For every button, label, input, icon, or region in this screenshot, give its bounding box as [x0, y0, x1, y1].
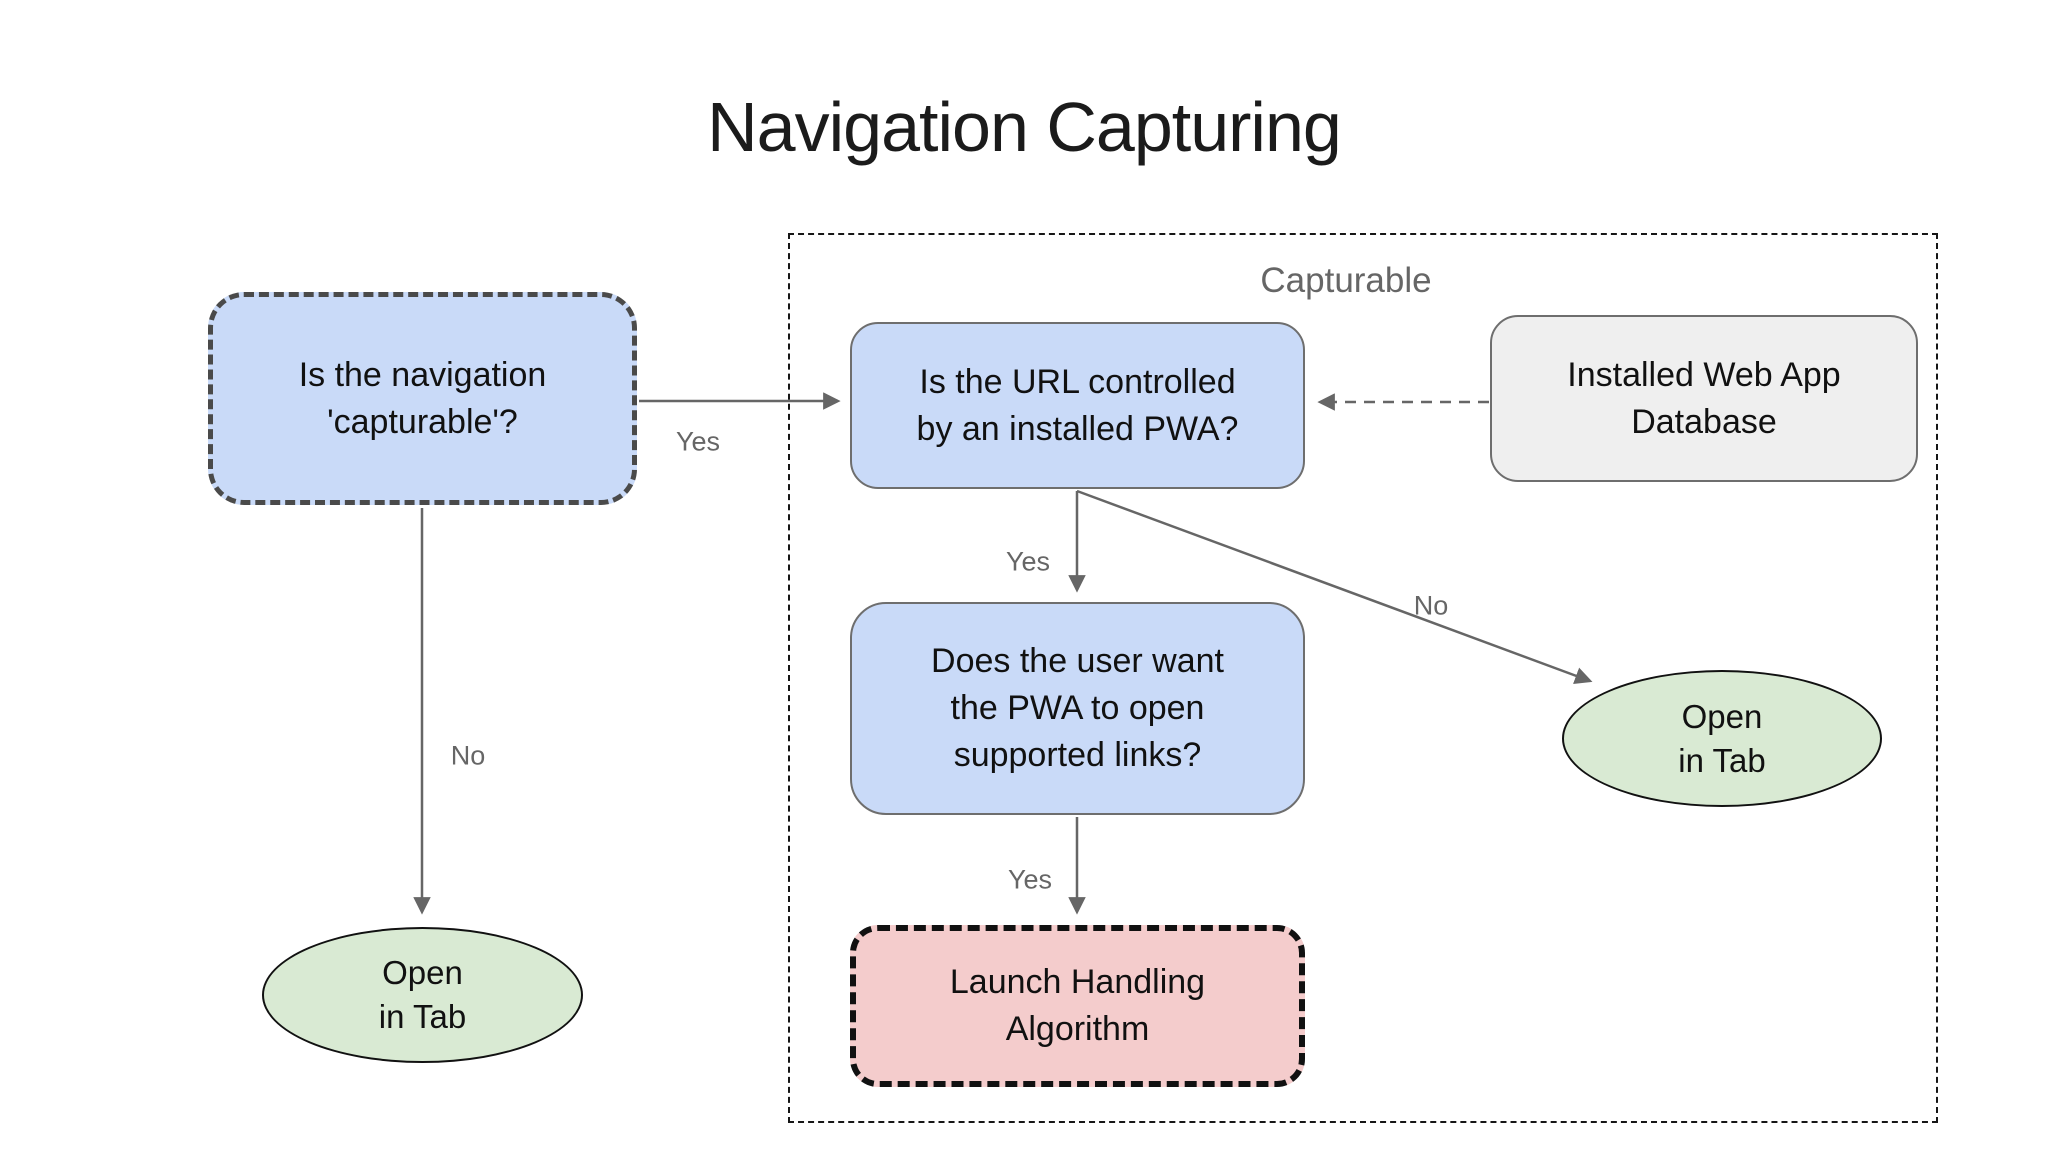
node-text-line: Is the navigation — [298, 355, 547, 394]
capturable-group-label: Capturable — [1260, 261, 1432, 300]
node-text-line: in Tab — [378, 998, 467, 1035]
node-text-line: Does the user want — [931, 642, 1224, 681]
node-text-line: in Tab — [1678, 741, 1766, 779]
page-title: Navigation Capturing — [707, 88, 1342, 166]
node-nav-capturable: Is the navigation 'capturable'? — [208, 292, 637, 505]
node-text-line: 'capturable'? — [327, 402, 518, 441]
node-text-line: Open — [1681, 697, 1763, 735]
node-installed-web-app-database: Installed Web App Database — [1490, 315, 1918, 482]
node-text-line: Database — [1631, 402, 1777, 441]
node-text-line: Is the URL controlled — [919, 362, 1236, 401]
node-open-in-tab-left: Open in Tab — [262, 927, 583, 1063]
node-text-line: supported links? — [953, 735, 1202, 774]
node-text-line: Launch Handling — [949, 963, 1206, 1002]
node-user-wants-links: Does the user want the PWA to open suppo… — [850, 602, 1305, 815]
node-text-line: by an installed PWA? — [916, 409, 1239, 448]
edge-label-capturable-no: No — [450, 740, 486, 771]
node-launch-handling: Launch Handling Algorithm — [850, 925, 1305, 1087]
edge-label-url-yes: Yes — [1005, 546, 1051, 577]
node-text-line: Open — [382, 954, 463, 992]
node-text-line: the PWA to open — [950, 689, 1205, 728]
edge-label-user-yes: Yes — [1007, 864, 1053, 895]
edge-label-capturable-yes: Yes — [675, 426, 721, 457]
node-url-controlled: Is the URL controlled by an installed PW… — [850, 322, 1305, 489]
node-text-line: Installed Web App — [1567, 355, 1841, 394]
node-text-line: Algorithm — [1005, 1010, 1150, 1048]
edge-label-url-no: No — [1413, 590, 1449, 621]
capturable-group — [788, 233, 1938, 1123]
node-open-in-tab-right: Open in Tab — [1562, 670, 1882, 807]
